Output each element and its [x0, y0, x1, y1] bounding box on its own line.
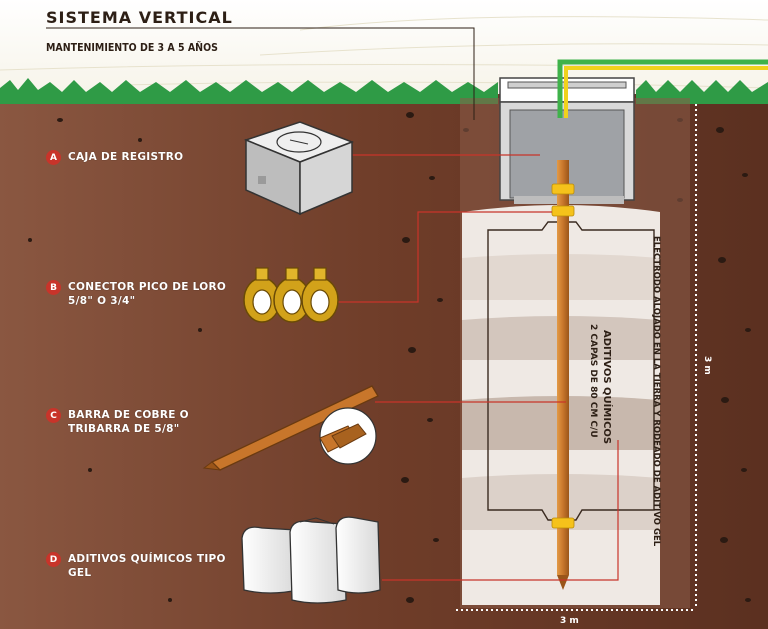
component-item-conector: B CONECTOR PICO DE LORO 5/8" O 3/4" — [46, 280, 236, 308]
component-item-caja-registro: A CAJA DE REGISTRO — [46, 150, 236, 165]
width-dimension-label: 3 m — [560, 616, 579, 626]
page-title: SISTEMA VERTICAL — [46, 8, 233, 27]
connector-clamps-icon — [243, 267, 339, 323]
rod-connectors — [551, 183, 575, 529]
component-label: BARRA DE COBRE O TRIBARRA DE 5/8" — [68, 409, 189, 435]
soil-pebbles — [28, 112, 751, 603]
component-label: CONECTOR PICO DE LORO 5/8" O 3/4" — [68, 281, 227, 307]
copper-rod — [557, 160, 569, 575]
title-leader-line — [46, 27, 475, 120]
component-badge: C — [46, 408, 61, 423]
component-item-aditivos: D ADITIVOS QUÍMICOS TIPO GEL — [46, 552, 236, 580]
component-badge: B — [46, 280, 61, 295]
additive-caption: ADITIVOS QUÍMICOS — [601, 330, 612, 445]
electrode-caption: ELECTRODO ALOJADO EN LA TIERRA Y RODEADO… — [651, 236, 661, 547]
component-badge: A — [46, 150, 61, 165]
grass-left — [0, 78, 498, 104]
copper-bar-icon — [202, 385, 379, 471]
electrode-enclosure-outline — [487, 221, 655, 521]
page-subtitle: MANTENIMIENTO DE 3 A 5 AÑOS — [46, 42, 218, 54]
ground-cable-green — [557, 59, 768, 118]
pointer-lines — [322, 154, 619, 581]
component-item-barra-cobre: C BARRA DE COBRE O TRIBARRA DE 5/8" — [46, 408, 236, 436]
component-badge: D — [46, 552, 61, 567]
component-label: CAJA DE REGISTRO — [68, 151, 184, 163]
gel-bags-icon — [241, 516, 381, 604]
component-label: ADITIVOS QUÍMICOS TIPO GEL — [68, 553, 226, 579]
registration-box-icon — [243, 121, 355, 216]
copper-rod-tip — [557, 575, 569, 590]
layers-caption: 2 CAPAS DE 80 CM C/U — [588, 324, 598, 438]
ground-cable-yellow — [564, 66, 768, 118]
depth-dimension-label: 3 m — [702, 356, 712, 375]
